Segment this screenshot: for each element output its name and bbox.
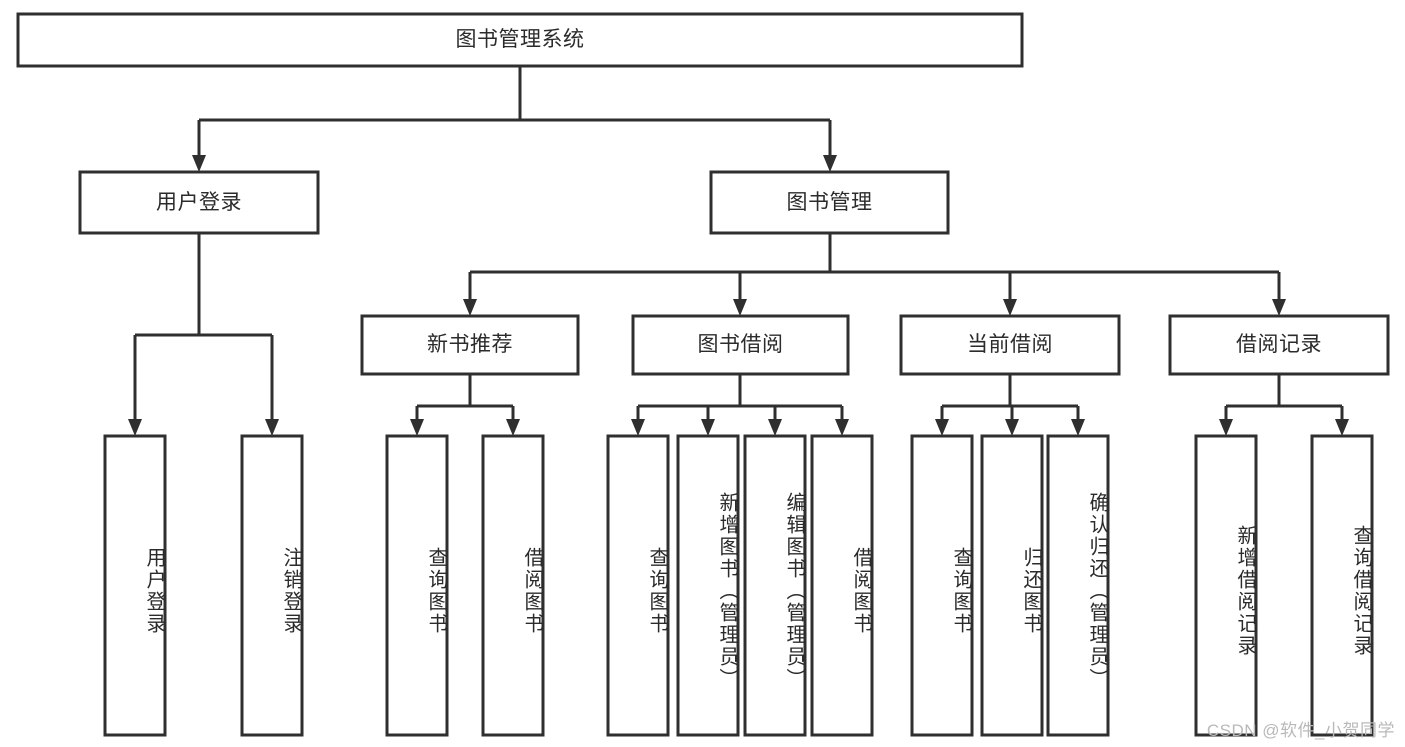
node-level2-user-login[interactable] (78, 170, 320, 235)
arrowhead-icon (128, 419, 142, 436)
node-leaf-leaf-query-borrow-record[interactable] (1310, 434, 1374, 737)
arrowhead-icon (835, 419, 849, 436)
box-layer (16, 12, 1390, 737)
node-leaf-leaf-borrow-book-recommend[interactable] (481, 434, 545, 737)
arrowhead-icon (935, 419, 949, 436)
node-leaf-leaf-user-login[interactable] (103, 434, 167, 737)
node-leaf-leaf-return-book[interactable] (980, 434, 1044, 737)
arrowhead-icon (823, 155, 837, 172)
arrowhead-icon (733, 299, 747, 316)
arrowhead-icon (463, 299, 477, 316)
arrowhead-icon (1272, 299, 1286, 316)
arrowhead-icon (265, 419, 279, 436)
watermark: CSDN @软件_小贺同学 (1206, 721, 1395, 740)
arrowhead-icon (701, 419, 715, 436)
node-level3-borrow-record[interactable] (1168, 314, 1390, 376)
arrowhead-icon (1219, 419, 1233, 436)
arrowhead-icon (506, 419, 520, 436)
node-leaf-leaf-edit-book[interactable] (743, 434, 807, 737)
node-leaf-leaf-add-borrow-record[interactable] (1194, 434, 1258, 737)
node-level3-current-borrow[interactable] (899, 314, 1121, 376)
arrowhead-icon (1335, 419, 1349, 436)
arrowhead-icon (410, 419, 424, 436)
arrowhead-icon (1003, 299, 1017, 316)
arrowhead-icon (1005, 419, 1019, 436)
node-level3-new-book-recommend[interactable] (360, 314, 580, 376)
node-leaf-leaf-borrow-book[interactable] (810, 434, 874, 737)
node-level2-book-manage[interactable] (709, 170, 950, 235)
node-root-root[interactable] (16, 12, 1024, 68)
arrowhead-icon (192, 155, 206, 172)
arrowhead-icon (768, 419, 782, 436)
arrowhead-icon (1071, 419, 1085, 436)
connector-layer (128, 66, 1349, 436)
node-level3-book-borrow[interactable] (631, 314, 850, 376)
node-leaf-leaf-logout[interactable] (240, 434, 304, 737)
node-leaf-leaf-confirm-return[interactable] (1046, 434, 1110, 737)
node-leaf-leaf-query-book-recommend[interactable] (385, 434, 449, 737)
node-leaf-leaf-query-book-current[interactable] (910, 434, 974, 737)
node-leaf-leaf-query-book-borrow[interactable] (606, 434, 670, 737)
arrowhead-icon (631, 419, 645, 436)
node-leaf-leaf-add-book[interactable] (676, 434, 740, 737)
